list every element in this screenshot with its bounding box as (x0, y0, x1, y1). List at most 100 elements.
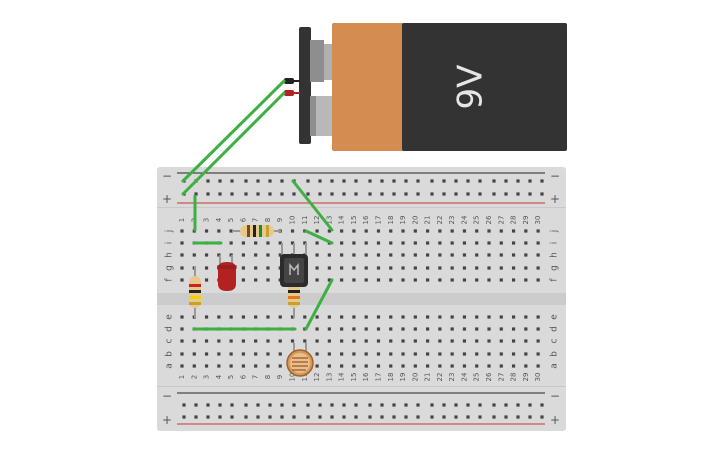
terminal-hole[interactable] (204, 266, 209, 270)
rail-hole[interactable] (404, 403, 408, 407)
terminal-hole[interactable] (524, 229, 528, 233)
rail-hole[interactable] (342, 415, 346, 419)
terminal-hole[interactable] (487, 278, 491, 282)
terminal-hole[interactable] (241, 315, 245, 319)
terminal-hole[interactable] (413, 241, 417, 245)
terminal-hole[interactable] (192, 364, 196, 368)
terminal-hole[interactable] (241, 266, 245, 270)
rail-hole[interactable] (306, 415, 310, 419)
terminal-hole[interactable] (315, 241, 319, 245)
terminal-hole[interactable] (389, 253, 393, 257)
terminal-hole[interactable] (241, 352, 245, 356)
rail-hole[interactable] (206, 403, 210, 407)
terminal-hole[interactable] (511, 315, 516, 319)
terminal-hole[interactable] (327, 327, 331, 331)
rail-hole[interactable] (292, 415, 296, 419)
terminal-hole[interactable] (254, 352, 258, 356)
terminal-hole[interactable] (426, 241, 430, 245)
terminal-hole[interactable] (364, 339, 368, 343)
rail-hole[interactable] (454, 192, 458, 196)
terminal-hole[interactable] (426, 253, 430, 257)
terminal-hole[interactable] (352, 253, 356, 257)
rail-hole[interactable] (230, 415, 234, 419)
terminal-hole[interactable] (401, 327, 405, 331)
terminal-hole[interactable] (241, 364, 245, 368)
terminal-hole[interactable] (511, 364, 516, 368)
terminal-hole[interactable] (241, 339, 245, 343)
terminal-hole[interactable] (401, 352, 405, 356)
terminal-hole[interactable] (389, 278, 393, 282)
terminal-hole[interactable] (475, 352, 479, 356)
terminal-hole[interactable] (499, 241, 503, 245)
rail-hole[interactable] (182, 403, 186, 407)
terminal-hole[interactable] (364, 364, 368, 368)
terminal-hole[interactable] (438, 327, 442, 331)
terminal-hole[interactable] (511, 352, 516, 356)
terminal-hole[interactable] (524, 327, 528, 331)
terminal-hole[interactable] (364, 229, 368, 233)
rail-hole[interactable] (516, 179, 520, 183)
terminal-hole[interactable] (376, 266, 381, 270)
rail-hole[interactable] (354, 403, 358, 407)
rail-hole[interactable] (330, 179, 334, 183)
terminal-hole[interactable] (327, 352, 331, 356)
rail-hole[interactable] (244, 415, 248, 419)
terminal-hole[interactable] (536, 241, 540, 245)
terminal-hole[interactable] (340, 229, 344, 233)
terminal-hole[interactable] (450, 339, 454, 343)
terminal-hole[interactable] (266, 352, 270, 356)
terminal-hole[interactable] (426, 339, 430, 343)
rail-hole[interactable] (368, 403, 372, 407)
terminal-hole[interactable] (376, 253, 381, 257)
rail-hole[interactable] (244, 403, 248, 407)
terminal-hole[interactable] (524, 315, 528, 319)
terminal-hole[interactable] (364, 327, 368, 331)
terminal-hole[interactable] (462, 315, 467, 319)
terminal-hole[interactable] (327, 278, 331, 282)
rail-hole[interactable] (404, 415, 408, 419)
terminal-hole[interactable] (192, 253, 196, 257)
terminal-hole[interactable] (389, 352, 393, 356)
rail-hole[interactable] (454, 403, 458, 407)
terminal-hole[interactable] (192, 339, 196, 343)
terminal-hole[interactable] (340, 339, 344, 343)
rail-hole[interactable] (466, 192, 470, 196)
terminal-hole[interactable] (266, 241, 270, 245)
rail-hole[interactable] (492, 179, 496, 183)
terminal-hole[interactable] (204, 315, 209, 319)
terminal-hole[interactable] (266, 339, 270, 343)
wire-battery-negative[interactable] (181, 79, 286, 183)
terminal-hole[interactable] (450, 241, 454, 245)
terminal-hole[interactable] (524, 253, 528, 257)
terminal-hole[interactable] (315, 315, 319, 319)
terminal-hole[interactable] (487, 352, 491, 356)
rail-hole[interactable] (318, 192, 322, 196)
terminal-hole[interactable] (426, 352, 430, 356)
terminal-hole[interactable] (536, 327, 540, 331)
npn-transistor[interactable] (280, 243, 308, 287)
rail-hole[interactable] (430, 403, 434, 407)
rail-hole[interactable] (318, 179, 322, 183)
rail-hole[interactable] (268, 415, 272, 419)
terminal-hole[interactable] (254, 241, 258, 245)
terminal-hole[interactable] (180, 352, 184, 356)
rail-hole[interactable] (306, 192, 310, 196)
terminal-hole[interactable] (450, 327, 454, 331)
terminal-hole[interactable] (499, 364, 503, 368)
terminal-hole[interactable] (438, 266, 442, 270)
rail-hole[interactable] (218, 415, 222, 419)
terminal-hole[interactable] (413, 229, 417, 233)
terminal-hole[interactable] (389, 339, 393, 343)
terminal-hole[interactable] (511, 253, 516, 257)
rail-hole[interactable] (280, 192, 284, 196)
rail-hole[interactable] (430, 192, 434, 196)
terminal-hole[interactable] (254, 253, 258, 257)
terminal-hole[interactable] (450, 352, 454, 356)
terminal-hole[interactable] (426, 364, 430, 368)
terminal-hole[interactable] (438, 339, 442, 343)
rail-hole[interactable] (380, 403, 384, 407)
terminal-hole[interactable] (487, 266, 491, 270)
terminal-hole[interactable] (364, 266, 368, 270)
rail-hole[interactable] (342, 192, 346, 196)
rail-hole[interactable] (504, 192, 508, 196)
